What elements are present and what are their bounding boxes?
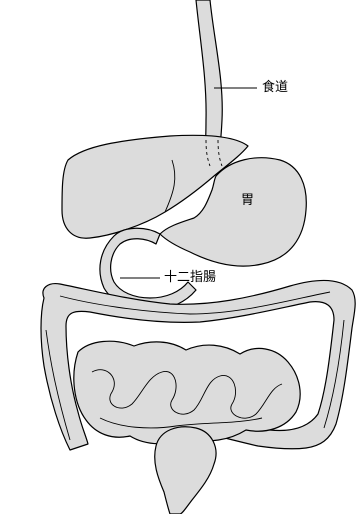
esophagus-label: 食道: [262, 81, 288, 95]
duodenum-label: 十二指腸: [164, 271, 216, 285]
stomach-label: 胃: [241, 194, 254, 208]
rectum-shape: [155, 427, 216, 514]
